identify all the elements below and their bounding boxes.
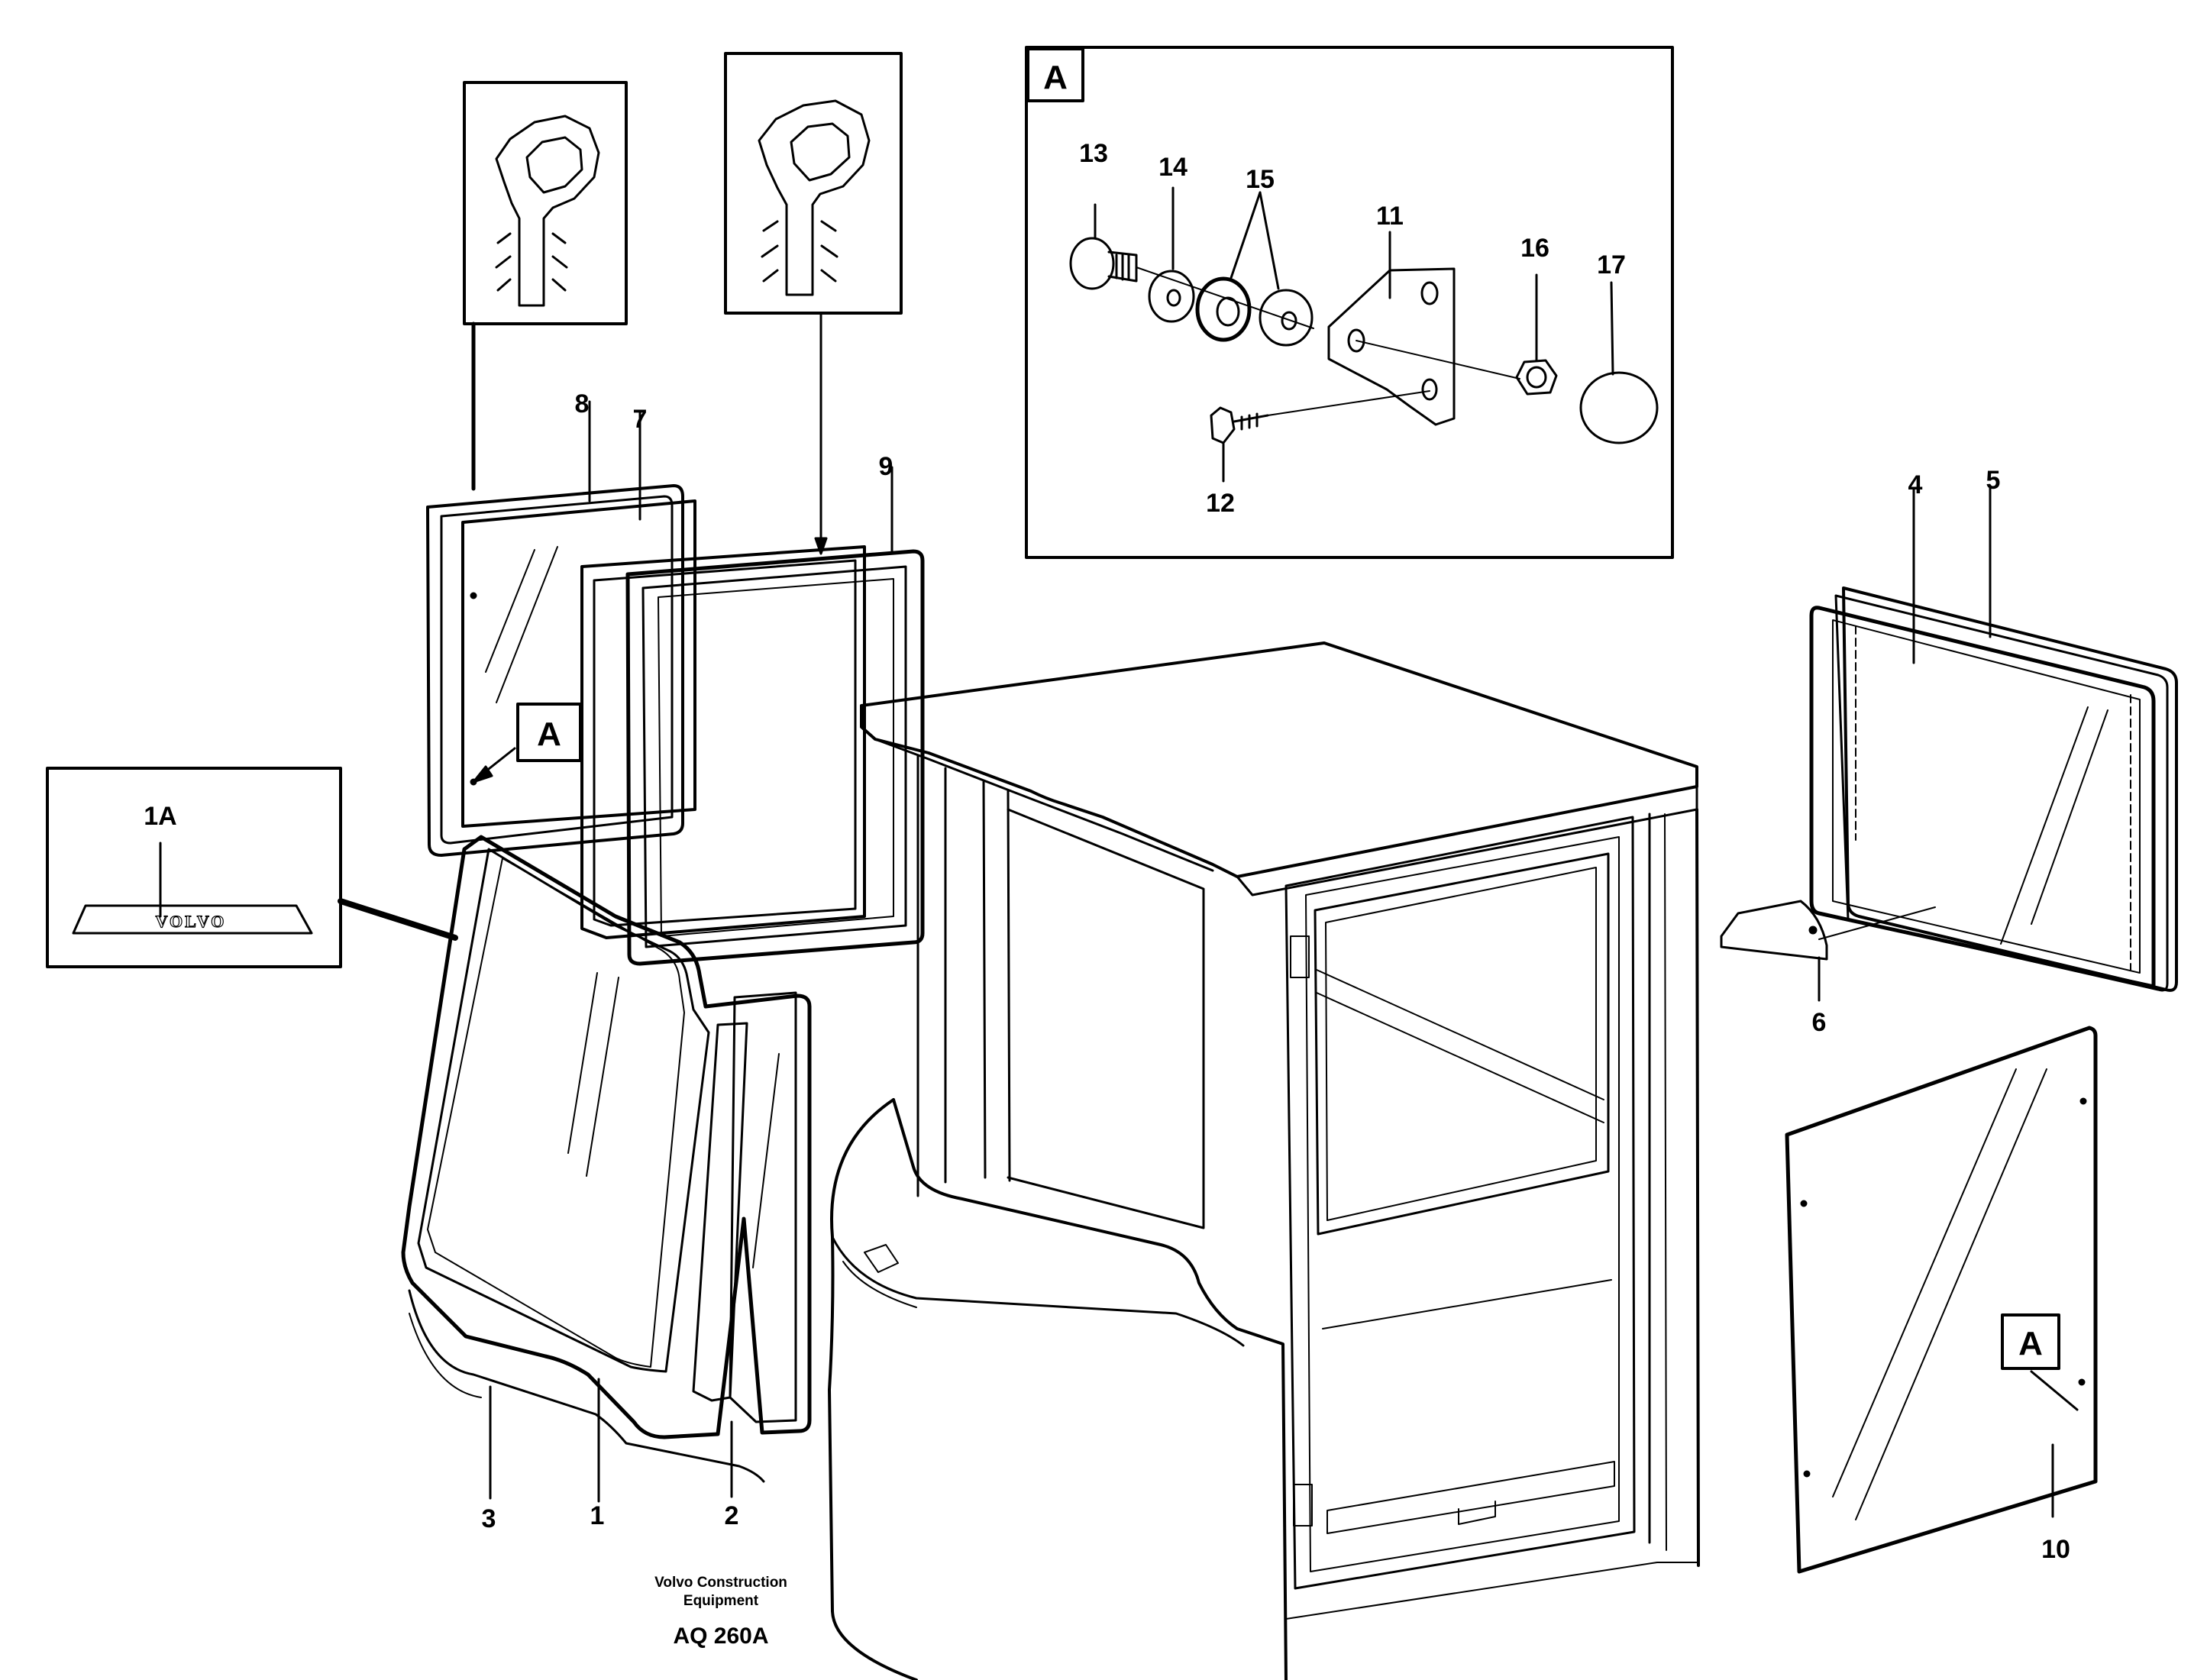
footer-line1: Volvo Construction bbox=[654, 1575, 787, 1591]
callout-16: 16 bbox=[1520, 234, 1549, 263]
callout-15: 15 bbox=[1246, 165, 1275, 194]
diagram-code: AQ 260A bbox=[673, 1623, 768, 1649]
callout-17: 17 bbox=[1597, 250, 1626, 279]
detail-a-label: A bbox=[1043, 59, 1068, 96]
ref-a-label-right: A bbox=[2018, 1325, 2043, 1362]
detail-a-box bbox=[1025, 46, 1674, 559]
callout-8: 8 bbox=[575, 389, 590, 418]
seal-profile-inset-center bbox=[724, 52, 903, 315]
callout-6: 6 bbox=[1812, 1008, 1827, 1037]
cab-body bbox=[828, 641, 1700, 1680]
callout-1a: 1A bbox=[144, 802, 176, 831]
callout-labels: 8 7 9 13 14 15 11 16 17 12 4 5 6 10 1A 3… bbox=[144, 59, 2070, 1649]
seal-profile-inset-left bbox=[463, 81, 628, 325]
rear-left-window-group bbox=[426, 400, 696, 857]
callout-13: 13 bbox=[1079, 139, 1108, 168]
rear-center-window-group bbox=[580, 466, 925, 966]
ref-a-label-left: A bbox=[537, 716, 561, 753]
callout-1: 1 bbox=[590, 1501, 605, 1530]
callout-4: 4 bbox=[1908, 470, 1923, 499]
front-windshield-group bbox=[401, 835, 812, 1503]
volvo-emblem-text: VOLVO bbox=[156, 912, 227, 931]
callout-10: 10 bbox=[2041, 1535, 2070, 1564]
callout-11: 11 bbox=[1376, 202, 1404, 231]
side-window-group bbox=[1720, 484, 2178, 1002]
side-panel-10 bbox=[1785, 1026, 2098, 1574]
callout-3: 3 bbox=[482, 1504, 496, 1533]
callout-5: 5 bbox=[1986, 466, 2001, 495]
callout-7: 7 bbox=[633, 405, 648, 434]
callout-14: 14 bbox=[1158, 153, 1188, 182]
callout-2: 2 bbox=[725, 1501, 739, 1530]
logo-inset-1a bbox=[46, 767, 342, 968]
callout-9: 9 bbox=[879, 452, 893, 481]
callout-12: 12 bbox=[1206, 489, 1235, 518]
footer-line2: Equipment bbox=[683, 1593, 759, 1609]
